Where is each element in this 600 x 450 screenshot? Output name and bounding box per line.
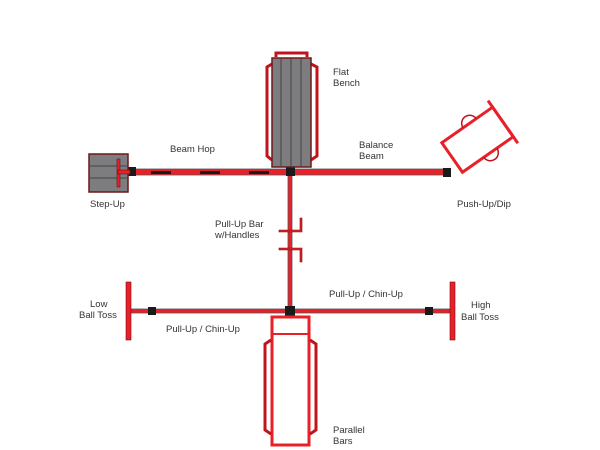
- label-balance-beam-2: Beam: [359, 151, 384, 162]
- label-pull-up-chin-up-left: Pull-Up / Chin-Up: [166, 324, 240, 335]
- connectors: [128, 167, 451, 316]
- label-flat-bench-2: Bench: [333, 78, 360, 89]
- flat-bench-station: [265, 51, 319, 168]
- center-vertical-beam: [287, 171, 293, 313]
- high-ball-toss-post: [449, 281, 456, 341]
- label-pull-up-chin-up-right: Pull-Up / Chin-Up: [329, 289, 403, 300]
- label-high-ball-toss-2: Ball Toss: [461, 312, 499, 323]
- label-high-ball-toss-1: High: [471, 300, 491, 311]
- label-parallel-bars-1: Parallel: [333, 425, 365, 436]
- label-step-up: Step-Up: [90, 199, 125, 210]
- label-low-ball-toss-1: Low: [90, 299, 108, 310]
- label-parallel-bars-2: Bars: [333, 436, 353, 447]
- label-pull-up-bar-1: Pull-Up Bar: [215, 219, 264, 230]
- low-ball-toss-post: [125, 281, 132, 341]
- label-push-up-dip: Push-Up/Dip: [457, 199, 511, 210]
- step-up-station: [88, 153, 131, 193]
- pull-up-handles: [278, 217, 303, 263]
- label-balance-beam-1: Balance: [359, 140, 393, 151]
- parallel-bars-station: [263, 315, 318, 447]
- beam-hop-markers: [151, 171, 269, 174]
- label-beam-hop: Beam Hop: [170, 144, 215, 155]
- push-up-dip-station: [439, 99, 520, 175]
- label-low-ball-toss-2: Ball Toss: [79, 310, 117, 321]
- label-flat-bench-1: Flat: [333, 67, 349, 78]
- label-pull-up-bar-2: w/Handles: [214, 230, 260, 241]
